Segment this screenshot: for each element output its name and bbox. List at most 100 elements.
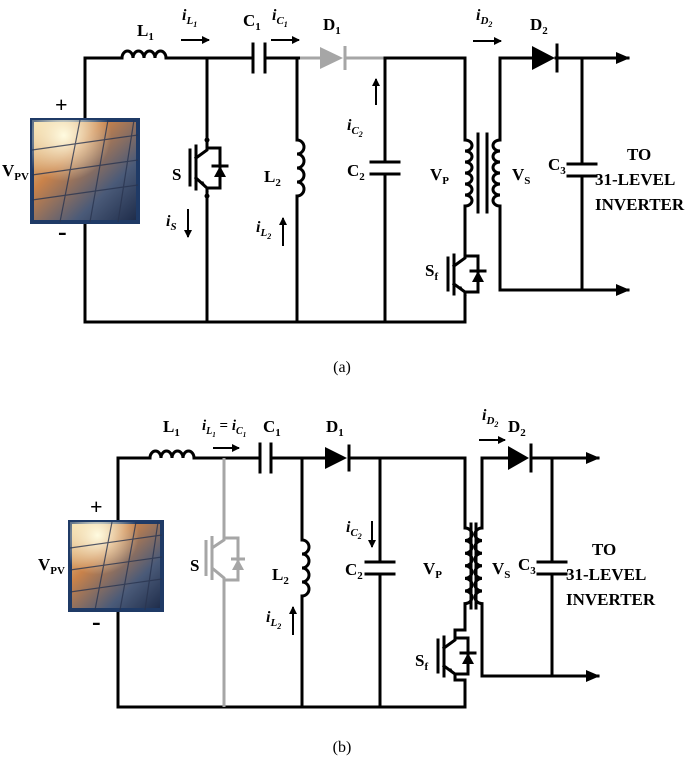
svg-text:L2: L2 [272, 565, 289, 587]
label-s-a: S [172, 165, 181, 184]
label-d2-b: D [508, 417, 520, 436]
inductor-l2-b [300, 538, 311, 598]
svg-text:VS: VS [512, 165, 530, 187]
label-vs-b: V [492, 559, 505, 578]
svg-text:iC1: iC1 [272, 7, 288, 29]
svg-text:L1: L1 [137, 21, 154, 43]
label-l1-a: L [137, 21, 148, 40]
label-d1-b: D [326, 417, 338, 436]
current-ic2-a: i [347, 117, 352, 134]
svg-text:iS: iS [166, 213, 177, 233]
svg-text:VP: VP [423, 559, 442, 581]
to-label-a: TO [627, 145, 651, 164]
capacitor-c1-b [258, 442, 273, 474]
svg-text:C1: C1 [263, 417, 281, 439]
label-d2-a: D [530, 15, 542, 34]
transformer-b [463, 522, 484, 610]
svg-text:C2: C2 [345, 560, 363, 582]
label-vs-a: V [512, 165, 525, 184]
svg-text:C3: C3 [548, 155, 566, 177]
svg-text:Sf: Sf [425, 261, 438, 283]
svg-text:iL1: iL1 [182, 7, 197, 29]
label-c1-a: C [243, 11, 255, 30]
label-s-b: S [190, 556, 199, 575]
svg-text:C2: C2 [347, 161, 365, 183]
svg-text:C1: C1 [243, 11, 261, 33]
capacitor-c3-b [536, 560, 568, 576]
inductor-l1-b [148, 449, 196, 460]
svg-text:iC2: iC2 [346, 519, 362, 541]
inductor-l1-a [120, 49, 168, 60]
panel-a [30, 36, 630, 324]
diode-d2-a [532, 43, 559, 73]
to-label-b: TO [592, 540, 616, 559]
label-c3-b: C [518, 555, 530, 574]
label-vp-b: V [423, 559, 436, 578]
caption-a: (a) [333, 359, 351, 376]
current-arrows-b [213, 436, 506, 635]
panel-b [68, 436, 600, 709]
svg-text:L2: L2 [264, 167, 281, 189]
plus-sign-b: + [90, 494, 103, 519]
pv-panel-a [30, 118, 140, 224]
svg-text:D1: D1 [326, 417, 344, 439]
pv-panel-b [68, 520, 164, 612]
current-is-a: i [166, 213, 171, 230]
label-l2-b: L [272, 565, 283, 584]
inductor-l2-a [295, 138, 306, 198]
inverter-label-a: INVERTER [595, 195, 685, 214]
switch-s-a [188, 136, 229, 200]
svg-text:D2: D2 [508, 417, 526, 439]
current-il2-b: i [266, 609, 271, 626]
svg-text:iL2: iL2 [256, 219, 271, 241]
plus-sign-a: + [55, 92, 68, 117]
capacitor-c2-b [364, 560, 396, 576]
current-il1-eq-ic1-b: iL1 = iC1 [202, 418, 246, 439]
label-c3-a: C [548, 155, 560, 174]
current-il1-a: i [182, 7, 187, 24]
diode-d1-b [325, 444, 351, 472]
label-sf-a: S [425, 261, 434, 280]
svg-text:VP: VP [430, 165, 449, 187]
capacitor-c1-a [251, 42, 267, 74]
label-vp-a: V [430, 165, 443, 184]
panel-a-wires [83, 52, 630, 324]
svg-text:iD2: iD2 [476, 7, 492, 29]
label-l1-b: L [163, 417, 174, 436]
svg-text:iC2: iC2 [347, 117, 363, 139]
label-c2-b: C [345, 560, 357, 579]
diode-d2-b [508, 443, 533, 473]
minus-sign-a: - [58, 217, 67, 246]
switch-sf-a [446, 246, 487, 300]
current-arrows-a [181, 36, 502, 246]
caption-b: (b) [333, 739, 352, 756]
label-vpv-a: V [2, 161, 15, 180]
svg-text:VS: VS [492, 559, 510, 581]
current-ic1-a: i [272, 7, 277, 24]
level-label-b: 31-LEVEL [566, 565, 646, 584]
label-d1-a: D [323, 15, 335, 34]
panel-a-labels: L1 C1 D1 D2 L2 C2 C3 S Sf VPV VP VS + - … [2, 7, 685, 283]
label-c1-b: C [263, 417, 275, 436]
svg-text:iL2: iL2 [266, 609, 281, 631]
svg-text:L1: L1 [163, 417, 180, 439]
svg-text:VPV: VPV [38, 555, 65, 577]
svg-text:D2: D2 [530, 15, 548, 37]
svg-text:Sf: Sf [415, 651, 428, 673]
label-c2-a: C [347, 161, 359, 180]
svg-text:iD2: iD2 [482, 407, 498, 429]
panel-b-labels: L1 C1 D1 D2 L2 C2 C3 S Sf VPV VP VS + - … [38, 407, 656, 673]
current-id2-b: i [482, 407, 487, 424]
panel-b-wires [116, 452, 600, 709]
capacitor-c3-a [566, 162, 598, 178]
switch-s-b [204, 528, 245, 590]
label-vpv-b: V [38, 555, 51, 574]
svg-text:D1: D1 [323, 15, 341, 37]
label-l2-a: L [264, 167, 275, 186]
diode-d1-a [320, 46, 347, 70]
level-label-a: 31-LEVEL [595, 170, 675, 189]
minus-sign-b: - [92, 607, 101, 636]
capacitor-c2-a [369, 160, 401, 176]
svg-text:VPV: VPV [2, 161, 29, 183]
